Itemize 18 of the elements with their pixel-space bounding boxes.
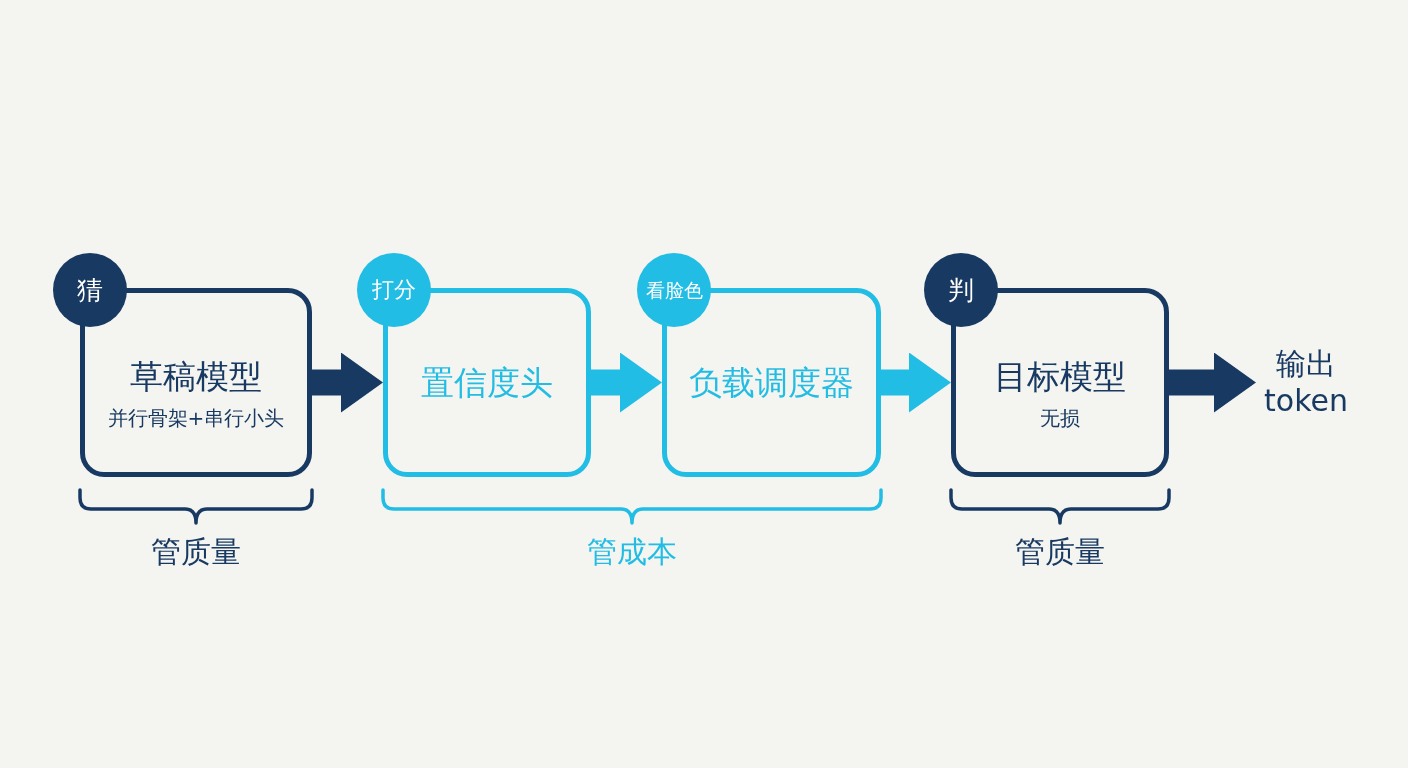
- box-subtitle: 并行骨架+串行小头: [107, 405, 285, 431]
- output-label: 输出 token: [1256, 340, 1356, 424]
- arrow: [591, 352, 662, 413]
- arrow: [312, 352, 383, 413]
- step-badge: 打分: [357, 253, 431, 327]
- box-title: 负载调度器: [689, 361, 854, 404]
- step-badge: 猜: [53, 253, 127, 327]
- box-title: 目标模型: [994, 356, 1126, 398]
- bracket-label: 管质量: [1014, 533, 1106, 571]
- arrow: [881, 352, 951, 413]
- box-title: 草稿模型: [130, 356, 262, 398]
- box-title: 置信度头: [421, 361, 553, 404]
- bracket-label: 管质量: [150, 533, 242, 571]
- box-subtitle: 无损: [1040, 405, 1080, 431]
- step-badge: 看脸色: [637, 253, 711, 327]
- bracket-label: 管成本: [586, 533, 678, 571]
- step-badge: 判: [924, 253, 998, 327]
- arrow: [1169, 352, 1256, 413]
